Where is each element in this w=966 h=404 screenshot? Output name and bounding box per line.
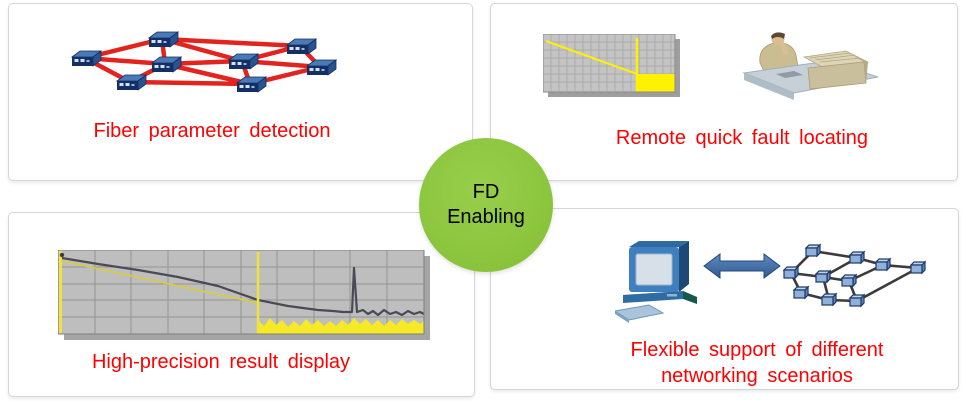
high-precision-result-display-label: High-precision result display bbox=[91, 351, 351, 373]
flexible-label-line1: Flexible support of different bbox=[630, 339, 884, 361]
remote-quick-fault-locating-label: Remote quick fault locating bbox=[615, 127, 869, 149]
otdr-trace-chart-icon bbox=[58, 250, 430, 340]
badge-line2: Enabling bbox=[447, 206, 525, 228]
fiber-parameter-detection-label: Fiber parameter detection bbox=[93, 120, 331, 142]
flexible-label-line2: networking scenarios bbox=[661, 365, 853, 387]
fd-enabling-badge: FD Enabling bbox=[419, 138, 553, 272]
panel-flexible-networking-scenarios bbox=[490, 208, 959, 390]
double-arrow-icon bbox=[703, 253, 781, 279]
network-mesh-icon bbox=[71, 31, 337, 93]
operator-equipment-icon bbox=[742, 32, 879, 100]
flexible-networking-scenarios-label: Flexible support of different networking… bbox=[597, 337, 917, 389]
otdr-mini-chart-icon bbox=[543, 34, 680, 97]
network-topology-icon bbox=[783, 244, 926, 307]
badge-line1: FD bbox=[472, 181, 500, 203]
desktop-computer-icon bbox=[615, 241, 697, 323]
